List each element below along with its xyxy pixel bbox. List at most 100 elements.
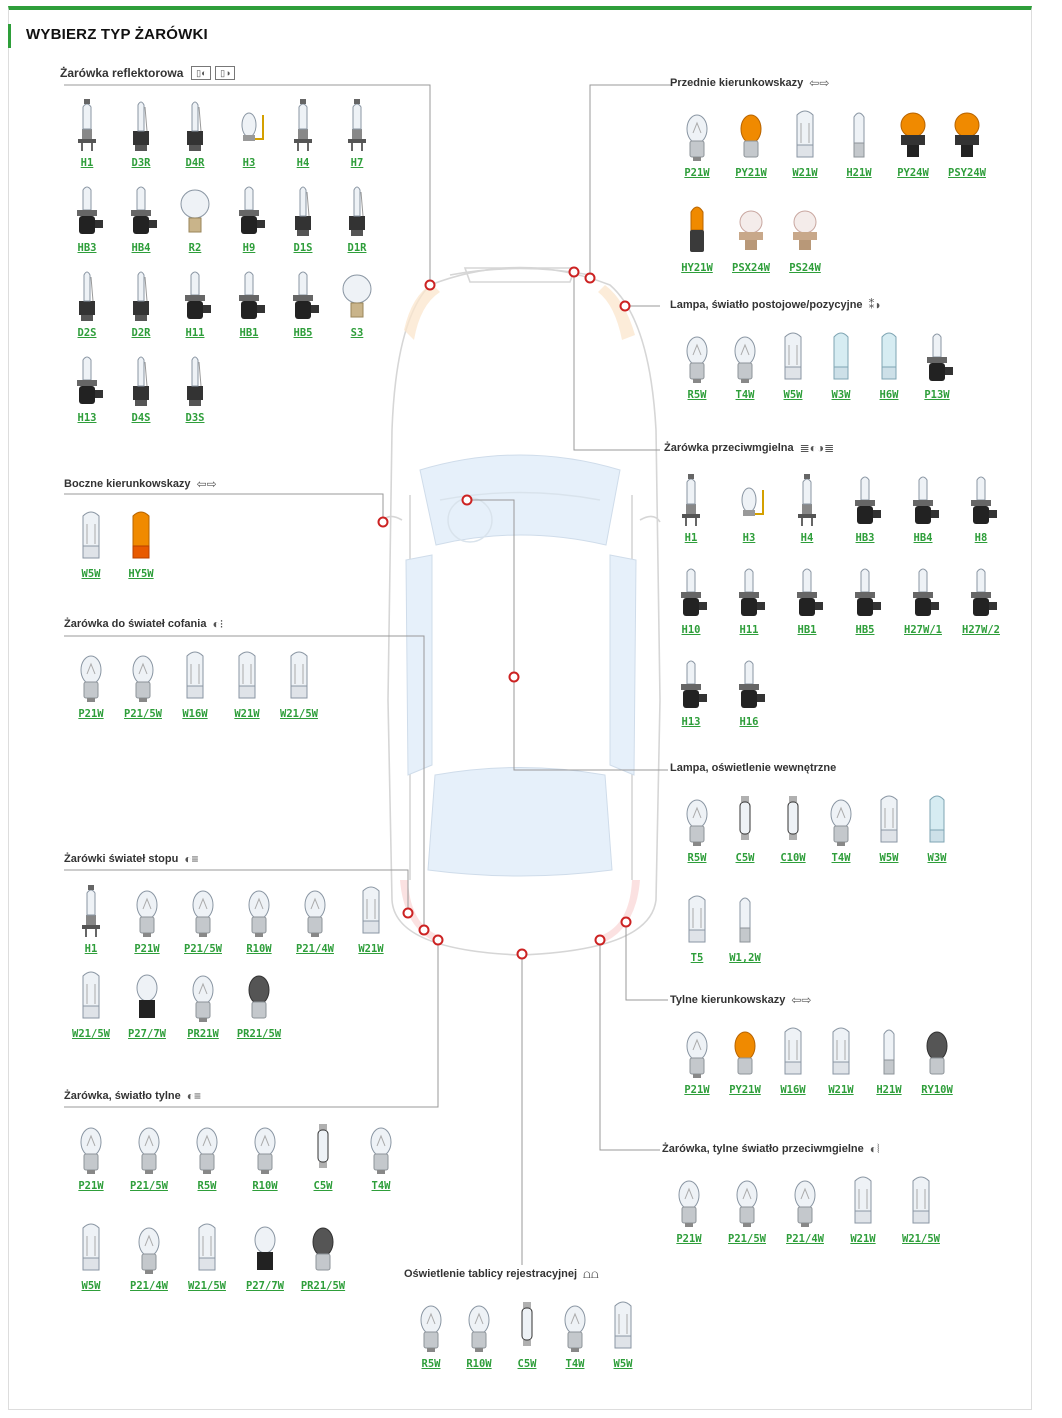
bulb-link[interactable]: H27W/1 (904, 624, 942, 636)
bulb-item-h1[interactable]: H1 (64, 881, 118, 961)
bulb-link[interactable]: HB5 (855, 624, 875, 636)
bulb-item-h21w[interactable]: H21W (832, 105, 886, 185)
bulb-item-hb4[interactable]: HB4 (114, 180, 168, 260)
bulb-item-psx24w[interactable]: PSX24W (724, 200, 778, 280)
bulb-link[interactable]: H1 (84, 943, 98, 955)
bulb-item-pr21-5w[interactable]: PR21/5W (232, 966, 286, 1046)
bulb-link[interactable]: W3W (831, 389, 851, 401)
bulb-link[interactable]: H9 (242, 242, 256, 254)
bulb-item-t4w[interactable]: T4W (814, 790, 868, 870)
bulb-link[interactable]: H11 (185, 327, 205, 339)
bulb-link[interactable]: HB5 (293, 327, 313, 339)
bulb-item-py21w[interactable]: PY21W (724, 105, 778, 185)
bulb-link[interactable]: W21/5W (72, 1028, 110, 1040)
bulb-item-t4w[interactable]: T4W (354, 1118, 408, 1198)
bulb-item-d2r[interactable]: D2R (114, 265, 168, 345)
bulb-link[interactable]: H21W (876, 1084, 902, 1096)
hotspot-reverse-light[interactable] (418, 924, 430, 936)
bulb-link[interactable]: D4S (131, 412, 151, 424)
bulb-link[interactable]: P21W (676, 1233, 702, 1245)
bulb-item-h13[interactable]: H13 (664, 654, 718, 734)
bulb-link[interactable]: H1 (684, 532, 698, 544)
bulb-link[interactable]: D1S (293, 242, 313, 254)
bulb-item-w5w[interactable]: W5W (596, 1296, 650, 1376)
bulb-item-h3[interactable]: H3 (722, 470, 776, 550)
bulb-item-s3[interactable]: S3 (330, 265, 384, 345)
bulb-item-t4w[interactable]: T4W (548, 1296, 602, 1376)
bulb-item-w16w[interactable]: W16W (168, 646, 222, 726)
bulb-item-hb3[interactable]: HB3 (60, 180, 114, 260)
bulb-link[interactable]: P27/7W (246, 1280, 284, 1292)
bulb-link[interactable]: D4R (185, 157, 205, 169)
bulb-item-h21w[interactable]: H21W (862, 1022, 916, 1102)
bulb-link[interactable]: HB4 (913, 532, 933, 544)
bulb-item-d4s[interactable]: D4S (114, 350, 168, 430)
bulb-item-r10w[interactable]: R10W (238, 1118, 292, 1198)
bulb-link[interactable]: PY24W (897, 167, 929, 179)
bulb-link[interactable]: R5W (421, 1358, 441, 1370)
bulb-link[interactable]: PSX24W (732, 262, 770, 274)
bulb-item-r5w[interactable]: R5W (404, 1296, 458, 1376)
bulb-link[interactable]: HY5W (128, 568, 154, 580)
bulb-item-hy5w[interactable]: HY5W (114, 506, 168, 586)
bulb-link[interactable]: D3R (131, 157, 151, 169)
bulb-link[interactable]: D1R (347, 242, 367, 254)
bulb-item-d3s[interactable]: D3S (168, 350, 222, 430)
bulb-item-w1-2w[interactable]: W1,2W (718, 890, 772, 970)
bulb-link[interactable]: PY21W (735, 167, 767, 179)
bulb-link[interactable]: W16W (780, 1084, 806, 1096)
bulb-item-d3r[interactable]: D3R (114, 95, 168, 175)
bulb-link[interactable]: W5W (783, 389, 803, 401)
bulb-link[interactable]: PR21/5W (236, 1028, 282, 1040)
bulb-item-hb1[interactable]: HB1 (222, 265, 276, 345)
bulb-link[interactable]: P21/4W (130, 1280, 168, 1292)
bulb-item-w3w[interactable]: W3W (814, 327, 868, 407)
bulb-link[interactable]: HB1 (797, 624, 817, 636)
bulb-link[interactable]: H4 (800, 532, 814, 544)
bulb-item-w21w[interactable]: W21W (220, 646, 274, 726)
bulb-link[interactable]: C5W (313, 1180, 333, 1192)
bulb-link[interactable]: P21W (684, 167, 710, 179)
hotspot-stop-light[interactable] (402, 907, 414, 919)
bulb-link[interactable]: P21/4W (786, 1233, 824, 1245)
bulb-link[interactable]: H3 (742, 532, 756, 544)
bulb-item-h27w-1[interactable]: H27W/1 (896, 562, 950, 642)
bulb-link[interactable]: W5W (879, 852, 899, 864)
bulb-link[interactable]: H21W (846, 167, 872, 179)
bulb-link[interactable]: P13W (924, 389, 950, 401)
bulb-item-w16w[interactable]: W16W (766, 1022, 820, 1102)
bulb-link[interactable]: R5W (687, 389, 707, 401)
bulb-link[interactable]: HY21W (681, 262, 713, 274)
bulb-link[interactable]: W5W (81, 568, 101, 580)
bulb-item-hb5[interactable]: HB5 (276, 265, 330, 345)
bulb-item-c5w[interactable]: C5W (500, 1296, 554, 1376)
bulb-item-p21-4w[interactable]: P21/4W (778, 1171, 832, 1251)
bulb-link[interactable]: PY21W (729, 1084, 761, 1096)
bulb-item-pr21-5w[interactable]: PR21/5W (296, 1218, 350, 1298)
bulb-item-w21-5w[interactable]: W21/5W (64, 966, 118, 1046)
bulb-item-d4r[interactable]: D4R (168, 95, 222, 175)
bulb-item-h3[interactable]: H3 (222, 95, 276, 175)
bulb-link[interactable]: P27/7W (128, 1028, 166, 1040)
bulb-link[interactable]: PR21W (187, 1028, 219, 1040)
bulb-item-ps24w[interactable]: PS24W (778, 200, 832, 280)
hotspot-fog-light[interactable] (568, 266, 580, 278)
bulb-item-c10w[interactable]: C10W (766, 790, 820, 870)
bulb-item-p21-5w[interactable]: P21/5W (720, 1171, 774, 1251)
bulb-item-r10w[interactable]: R10W (232, 881, 286, 961)
bulb-item-p21-5w[interactable]: P21/5W (122, 1118, 176, 1198)
hotspot-interior-center[interactable] (508, 671, 520, 683)
bulb-item-p13w[interactable]: P13W (910, 327, 964, 407)
bulb-item-h27w-2[interactable]: H27W/2 (954, 562, 1008, 642)
bulb-link[interactable]: T4W (831, 852, 851, 864)
bulb-item-d1s[interactable]: D1S (276, 180, 330, 260)
hotspot-interior-light[interactable] (461, 494, 473, 506)
bulb-link[interactable]: C5W (735, 852, 755, 864)
bulb-link[interactable]: H4 (296, 157, 310, 169)
bulb-item-h11[interactable]: H11 (722, 562, 776, 642)
bulb-link[interactable]: H27W/2 (962, 624, 1000, 636)
bulb-item-h1[interactable]: H1 (60, 95, 114, 175)
bulb-item-p21w[interactable]: P21W (64, 646, 118, 726)
bulb-item-hb4[interactable]: HB4 (896, 470, 950, 550)
bulb-item-h10[interactable]: H10 (664, 562, 718, 642)
